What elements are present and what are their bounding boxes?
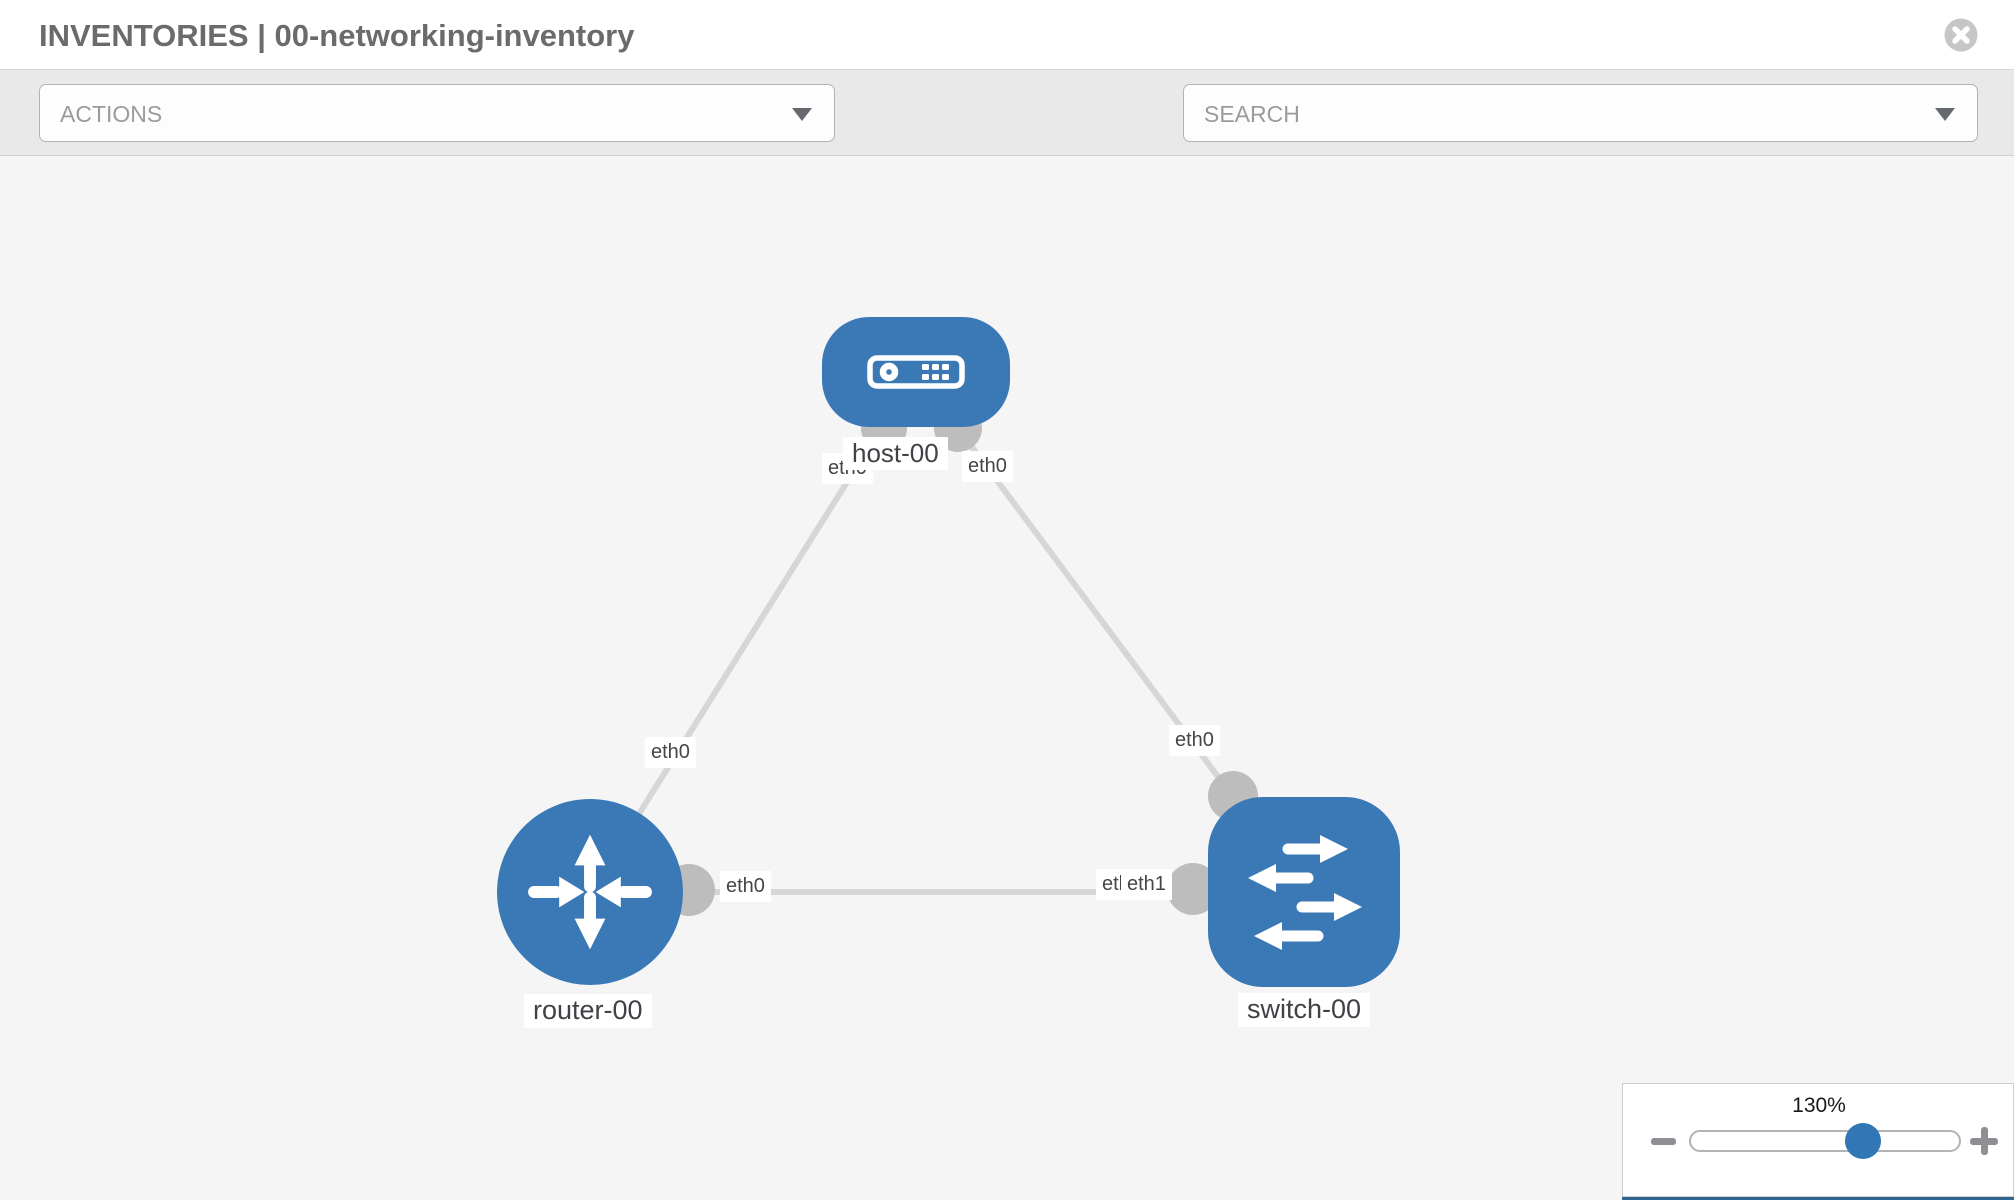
zoom-control-panel: 130%: [1622, 1083, 2014, 1197]
zoom-slider-track[interactable]: [1689, 1130, 1961, 1152]
interface-label-host-eth0-right: eth0: [962, 451, 1013, 482]
actions-dropdown[interactable]: ACTIONS: [39, 84, 835, 142]
page-title: INVENTORIES | 00-networking-inventory: [39, 18, 635, 53]
close-button[interactable]: [1944, 18, 1978, 52]
interface-label-switch-eth1: eth1: [1121, 869, 1172, 900]
search-dropdown[interactable]: SEARCH: [1183, 84, 1978, 142]
header: INVENTORIES | 00-networking-inventory: [0, 0, 2014, 70]
toolbar: ACTIONS SEARCH: [0, 70, 2014, 206]
interface-label-router-eth0-uplink: eth0: [645, 737, 696, 768]
node-router-00[interactable]: [497, 799, 683, 985]
x-circle-icon: [1944, 18, 1978, 55]
node-label-switch-00: switch-00: [1238, 993, 1371, 1027]
interface-label-router-eth0-lan: eth0: [720, 871, 771, 902]
chevron-down-icon: [1935, 108, 1955, 121]
node-label-host-00: host-00: [843, 437, 948, 470]
topology-links-layer: [587, 370, 1307, 916]
search-dropdown-placeholder: SEARCH: [1204, 101, 1300, 127]
plus-icon[interactable]: [1970, 1127, 1998, 1155]
zoom-level-readout: 130%: [1792, 1094, 1846, 1117]
chevron-down-icon: [792, 108, 812, 121]
actions-dropdown-label: ACTIONS: [60, 101, 163, 127]
zoom-slider-handle[interactable]: [1845, 1123, 1881, 1159]
node-host-00[interactable]: [822, 317, 1010, 427]
node-switch-00[interactable]: [1208, 797, 1400, 987]
minus-icon[interactable]: [1651, 1138, 1676, 1145]
topology-canvas[interactable]: eth0 eth0 eth0 eth0 eth0 etl eth1 host-0…: [0, 156, 2014, 1200]
interface-label-switch-eth0: eth0: [1169, 725, 1220, 756]
node-label-router-00: router-00: [524, 994, 652, 1028]
interface-connector: [1167, 863, 1219, 915]
bottom-panel-edge: [1622, 1197, 2014, 1200]
